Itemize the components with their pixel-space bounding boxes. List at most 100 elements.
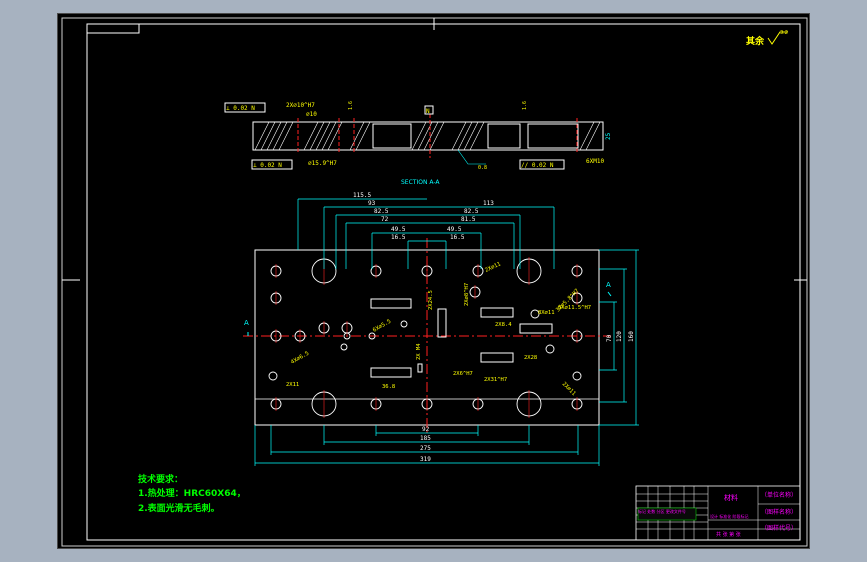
svg-text:共 张 第 张: 共 张 第 张 [716,531,741,538]
svg-text:（图样名称）: （图样名称） [761,508,797,516]
notes-line-1: 1.热处理：HRC60X64， [138,487,246,499]
svg-text:4X⌀6.5: 4X⌀6.5 [290,351,310,366]
svg-text:2X6^H7: 2X6^H7 [453,371,473,377]
hole-bottom-label: ⌀15.9^H7 [308,160,337,167]
rect-slots [370,298,553,378]
section-pocket-2 [487,123,521,149]
hole-24 [400,320,408,328]
side-markers: A A [244,281,612,336]
bottom-dimension-lines [254,425,600,466]
flatness-tolerance-top: ⊥ 0.02 N [224,102,266,113]
svg-text:2X8.4: 2X8.4 [495,322,512,328]
parallel-tolerance: // 0.02 N [519,159,565,170]
svg-text:（图样代号）: （图样代号） [761,524,797,532]
roughness-icon [767,31,788,45]
svg-text:120: 120 [616,331,623,342]
hole-29 [572,371,582,381]
roughness-label: 其余 [746,35,765,47]
section-hatching [254,121,601,151]
hole-21 [343,332,351,340]
drawing-viewport[interactable]: 其余 3.2 [57,13,810,549]
svg-text:2X⌀8^H7: 2X⌀8^H7 [464,283,470,306]
hole-pattern [268,257,583,418]
svg-text:A: A [244,319,249,327]
svg-text:2X⌀11: 2X⌀11 [561,381,577,397]
datum-marker: N [424,105,434,115]
hole-28 [268,371,278,381]
svg-text:113: 113 [483,200,494,207]
svg-text:（单位名称）: （单位名称） [761,491,797,499]
hole-23 [368,332,376,340]
svg-text:185: 185 [420,435,431,442]
slot-right-label: 6XM10 [586,158,604,165]
svg-text:2X24.5: 2X24.5 [428,290,434,310]
leader-line-1 [457,149,486,165]
svg-text:2X11: 2X11 [286,382,299,388]
section-slot [527,123,579,149]
svg-text:16.5: 16.5 [391,234,406,241]
drawing-border-outer [61,17,808,547]
roughness-mark-3: 1.6 [522,101,528,110]
svg-text:93: 93 [368,200,376,207]
svg-text:设计 标准化 阶段标记: 设计 标准化 阶段标记 [710,513,749,519]
svg-text:81.5: 81.5 [461,216,476,223]
svg-text:⊥ 0.02 N: ⊥ 0.02 N [226,105,255,112]
svg-text:49.5: 49.5 [391,226,406,233]
svg-text:16.5: 16.5 [450,234,465,241]
title-block: 材料 （单位名称） （图样名称） （图样代号） 标记 处数 分区 更改文件号 设… [635,485,801,541]
svg-text:319: 319 [420,456,431,463]
svg-text:2X⌀11: 2X⌀11 [484,261,502,273]
svg-text:36.8: 36.8 [382,384,395,390]
top-left-label-box [86,23,140,34]
roughness-value: 3.2 [780,30,788,36]
plan-view: A A [243,192,639,466]
svg-text:82.5: 82.5 [374,208,389,215]
svg-text:2X31^H7: 2X31^H7 [484,377,507,383]
section-pocket [372,123,412,149]
hole-27 [530,309,540,319]
svg-text:标记 处数 分区 更改文件号: 标记 处数 分区 更改文件号 [638,508,686,514]
hole-22 [340,343,348,351]
svg-text:72: 72 [381,216,389,223]
flatness-tolerance-bottom: ⊥ 0.02 N [251,159,293,170]
svg-text:A: A [606,281,611,289]
drawing-border-inner [86,23,801,541]
svg-text:70: 70 [606,334,613,342]
svg-text:82.5: 82.5 [464,208,479,215]
hole-small-label: ⌀10 [306,111,317,118]
roughness-mark-1: 1.6 [348,101,354,110]
svg-text:49.5: 49.5 [447,226,462,233]
svg-text:6X⌀5.5: 6X⌀5.5 [372,319,392,334]
svg-text:// 0.02 N: // 0.02 N [521,162,554,169]
svg-text:N: N [426,108,430,115]
svg-text:160: 160 [628,331,635,342]
notes-title: 技术要求： [138,473,183,485]
bottom-dimension-texts: 92 185 275 319 [420,426,431,463]
right-dimension-lines [599,249,639,426]
notes-line-2: 2.表面光滑无毛刺。 [138,502,220,514]
hole-top-label: 2X⌀10^H7 [286,102,315,109]
hole-26 [545,344,555,354]
technical-notes: 技术要求： 1.热处理：HRC60X64， 2.表面光滑无毛刺。 [138,473,246,514]
section-title: SECTION A-A [401,179,440,186]
svg-text:8X⌀11: 8X⌀11 [538,310,555,316]
section-view: ⊥ 0.02 N ⊥ 0.02 N // 0.02 N N 2X⌀10^H7 ⌀… [224,101,612,186]
depth-dim: 25 [605,132,612,140]
svg-text:⊥ 0.02 N: ⊥ 0.02 N [253,162,282,169]
svg-text:275: 275 [420,445,431,452]
section-outline [252,121,604,151]
svg-text:2X M4: 2X M4 [416,343,422,360]
svg-text:材料: 材料 [724,493,738,502]
top-dimension-lines [297,198,555,269]
svg-text:2X28: 2X28 [524,355,537,361]
roughness-mark-2: 0.8 [478,165,487,171]
right-dimension-texts: 70 120 160 [606,331,635,342]
svg-text:92: 92 [422,426,430,433]
cad-drawing: 其余 3.2 [61,17,808,547]
surface-roughness-note: 其余 3.2 [746,30,788,47]
svg-text:115.5: 115.5 [353,192,371,199]
plan-callouts: 2X⌀11 2X⌀8^H7 2X24.5 2X M4 6X⌀5.5 4X⌀6.5… [286,261,591,397]
title-block-dark-rect [637,507,697,521]
top-dimension-texts: 115.5 93 82.5 72 49.5 16.5 113 82.5 81.5… [353,192,494,241]
